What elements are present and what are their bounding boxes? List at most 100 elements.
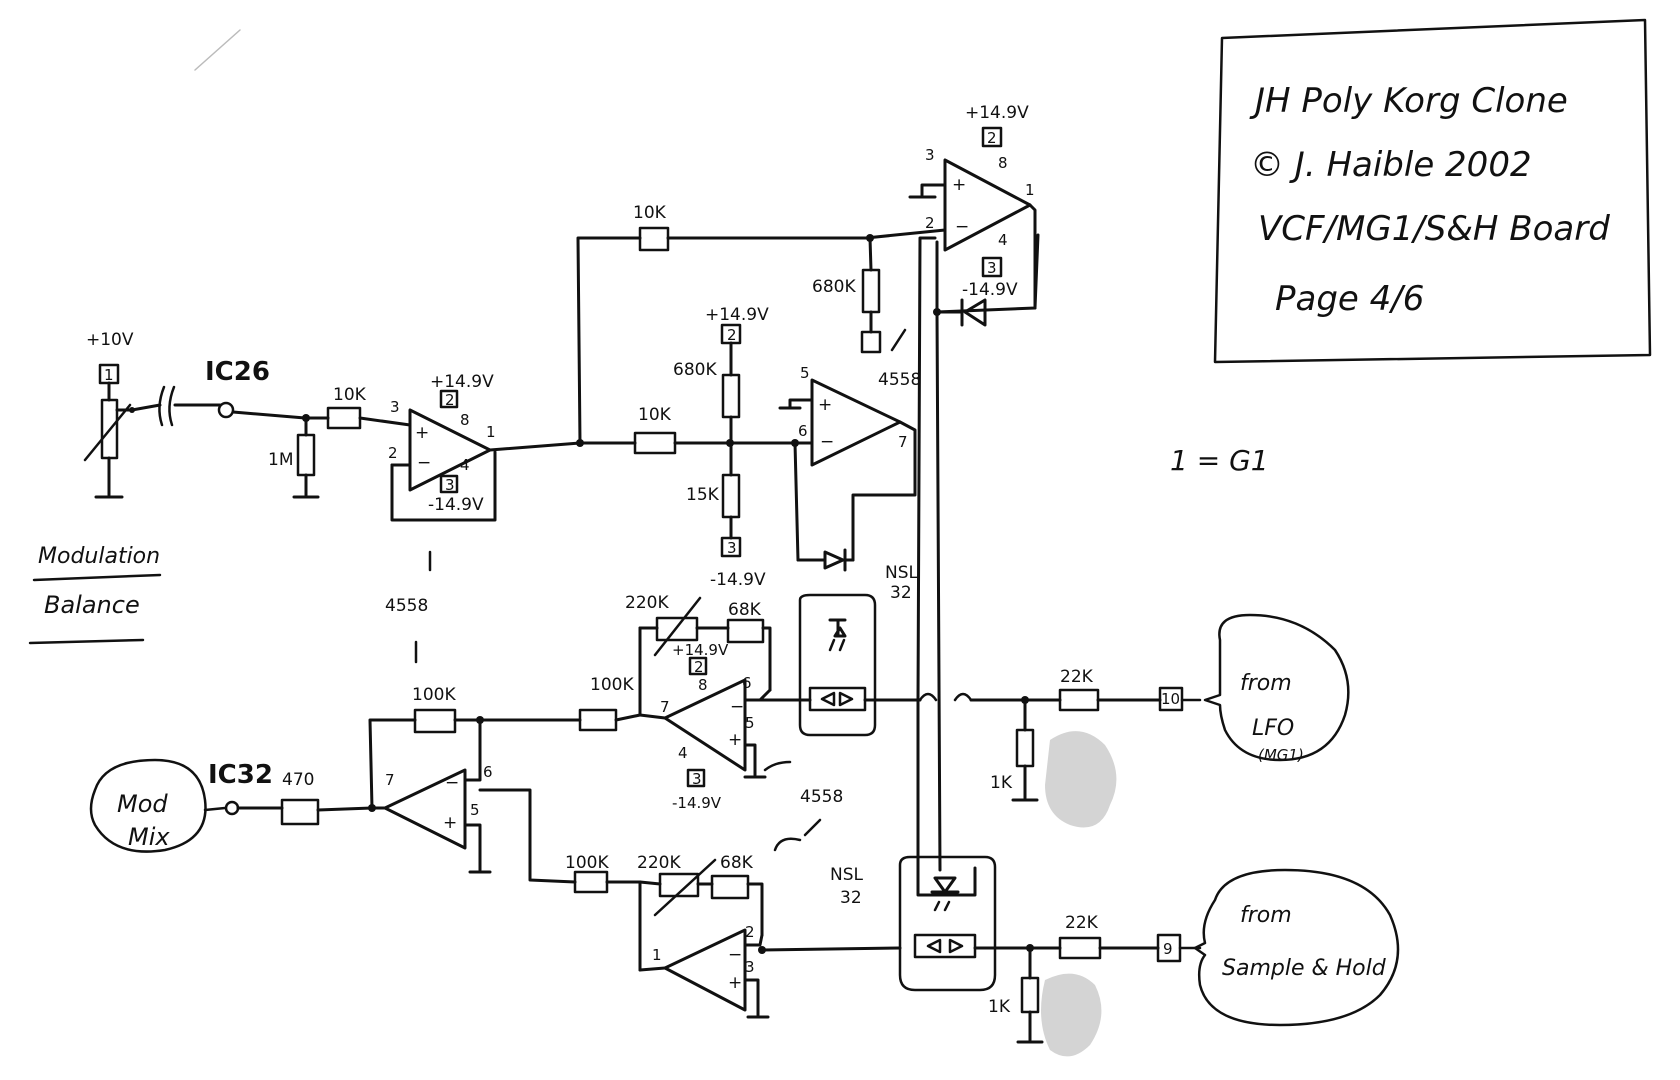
svg-text:1: 1 — [652, 946, 662, 964]
svg-text:+: + — [818, 395, 832, 415]
sh-channel: 22K 9 from Sample & Hold 1K — [898, 698, 1400, 1044]
svg-text:+14.9V: +14.9V — [965, 103, 1029, 123]
svg-text:+14.9V: +14.9V — [672, 641, 729, 659]
svg-text:68K: 68K — [728, 600, 762, 620]
resistor-1m — [296, 433, 316, 477]
svg-text:1M: 1M — [268, 450, 293, 470]
paper-smudge — [1041, 973, 1102, 1057]
optocoupler-1 — [798, 593, 877, 737]
opamp-sh — [663, 928, 747, 1012]
svg-text:1: 1 — [104, 366, 114, 384]
svg-text:220K: 220K — [625, 593, 669, 613]
svg-text:−: − — [955, 217, 969, 237]
svg-text:+: + — [952, 175, 966, 195]
svg-text:1K: 1K — [988, 997, 1011, 1017]
svg-text:3: 3 — [727, 539, 737, 557]
svg-text:3: 3 — [692, 770, 702, 788]
ldr-1 — [808, 686, 867, 712]
coupler-label-2: NSL — [830, 865, 864, 885]
ic26-type-label: 4558 — [385, 596, 428, 616]
opamp-inverter — [383, 768, 467, 850]
svg-text:32: 32 — [890, 583, 912, 603]
svg-text:10K: 10K — [333, 385, 367, 405]
svg-text:470: 470 — [282, 770, 314, 790]
title-line-2: © J. Haible 2002 — [1250, 145, 1532, 185]
title-line-3: VCF/MG1/S&H Board — [1258, 209, 1610, 249]
connector-ic32 — [224, 800, 240, 816]
paper-smudge — [1045, 731, 1117, 828]
svg-text:2: 2 — [445, 391, 455, 409]
svg-text:-14.9V: -14.9V — [710, 570, 766, 590]
svg-text:5: 5 — [470, 801, 480, 819]
svg-text:8: 8 — [698, 676, 708, 694]
output-stage: +14.9V 2 8 + − 3 2 4 3 -14.9V 1 680K — [812, 103, 1040, 872]
svg-text:6: 6 — [483, 763, 493, 781]
svg-text:100K: 100K — [565, 853, 609, 873]
resistor-68k-lower — [710, 874, 750, 900]
svg-text:5: 5 — [800, 364, 810, 382]
resistor-680k-bias — [721, 373, 741, 419]
svg-text:100K: 100K — [590, 675, 634, 695]
resistor-470 — [280, 798, 320, 826]
sh-pin: 9 — [1163, 940, 1173, 958]
svg-text:+: + — [728, 730, 742, 750]
svg-text:-14.9V: -14.9V — [672, 794, 722, 812]
lfo-pin: 10 — [1161, 690, 1180, 708]
svg-text:+14.9V: +14.9V — [430, 372, 494, 392]
svg-text:2: 2 — [987, 129, 997, 147]
svg-text:+14.9V: +14.9V — [705, 305, 769, 325]
ldr-2 — [913, 933, 977, 959]
svg-text:3: 3 — [445, 476, 455, 494]
svg-text:1: 1 — [1025, 181, 1035, 199]
resistor-100k-lfo — [578, 708, 618, 732]
svg-text:6: 6 — [798, 422, 808, 440]
svg-text:7: 7 — [898, 433, 908, 451]
svg-text:IC32: IC32 — [208, 760, 273, 790]
svg-text:1: 1 — [486, 423, 496, 441]
svg-text:IC26: IC26 — [205, 357, 270, 387]
svg-text:8: 8 — [460, 411, 470, 429]
svg-text:1K: 1K — [990, 773, 1013, 793]
svg-text:+: + — [443, 813, 457, 833]
svg-text:-14.9V: -14.9V — [428, 495, 484, 515]
lfo-opamp-stage: 220K 68K +14.9V 2 8 − + 7 6 5 4 3 -14.9V… — [578, 593, 843, 812]
svg-text:+10V: +10V — [86, 330, 134, 350]
svg-text:32: 32 — [840, 888, 862, 908]
resistor-68k-upper — [726, 618, 765, 644]
svg-text:-14.9V: -14.9V — [962, 280, 1018, 300]
resistor-1k-sh — [1020, 976, 1040, 1014]
lfo-channel: 22K 10 from LFO (MG1) 1K — [758, 593, 1350, 802]
svg-text:−: − — [730, 697, 744, 717]
svg-text:100K: 100K — [412, 685, 456, 705]
input-buffer-stage: 1M 10K 3 + − +14.9V 2 8 4 3 -14.9V 2 1 4… — [231, 372, 582, 664]
opamp-output — [943, 158, 1032, 252]
svg-text:+: + — [728, 973, 742, 993]
pencil-mark — [194, 29, 241, 71]
mod-mix-bubble — [89, 758, 207, 853]
resistor-10k-feedback — [638, 226, 670, 252]
resistor-680k-output — [861, 268, 881, 314]
resistor-22k-lfo — [1058, 688, 1100, 712]
title-line-4: Page 4/6 — [1275, 279, 1424, 319]
opamp-ic26 — [408, 408, 492, 492]
svg-text:from: from — [1240, 903, 1292, 928]
optocoupler-2 — [898, 855, 997, 992]
coupler-label-1: NSL — [885, 563, 919, 583]
svg-text:from: from — [1240, 671, 1292, 696]
title-block: JH Poly Korg Clone © J. Haible 2002 VCF/… — [1213, 18, 1652, 364]
svg-text:LFO: LFO — [1252, 716, 1294, 741]
svg-text:2: 2 — [694, 658, 704, 676]
svg-text:+: + — [415, 423, 429, 443]
svg-text:10K: 10K — [633, 203, 667, 223]
resistor-100k-feedback — [413, 708, 457, 734]
svg-text:−: − — [417, 453, 431, 473]
svg-text:−: − — [820, 432, 834, 452]
svg-text:6: 6 — [742, 674, 752, 692]
svg-text:7: 7 — [660, 698, 670, 716]
svg-text:Mod: Mod — [117, 790, 168, 818]
mod-mix-stage: Mod Mix IC32 470 100K 7 − + 6 5 — [89, 685, 582, 884]
svg-text:220K: 220K — [637, 853, 681, 873]
opamp-lfo — [663, 678, 747, 772]
